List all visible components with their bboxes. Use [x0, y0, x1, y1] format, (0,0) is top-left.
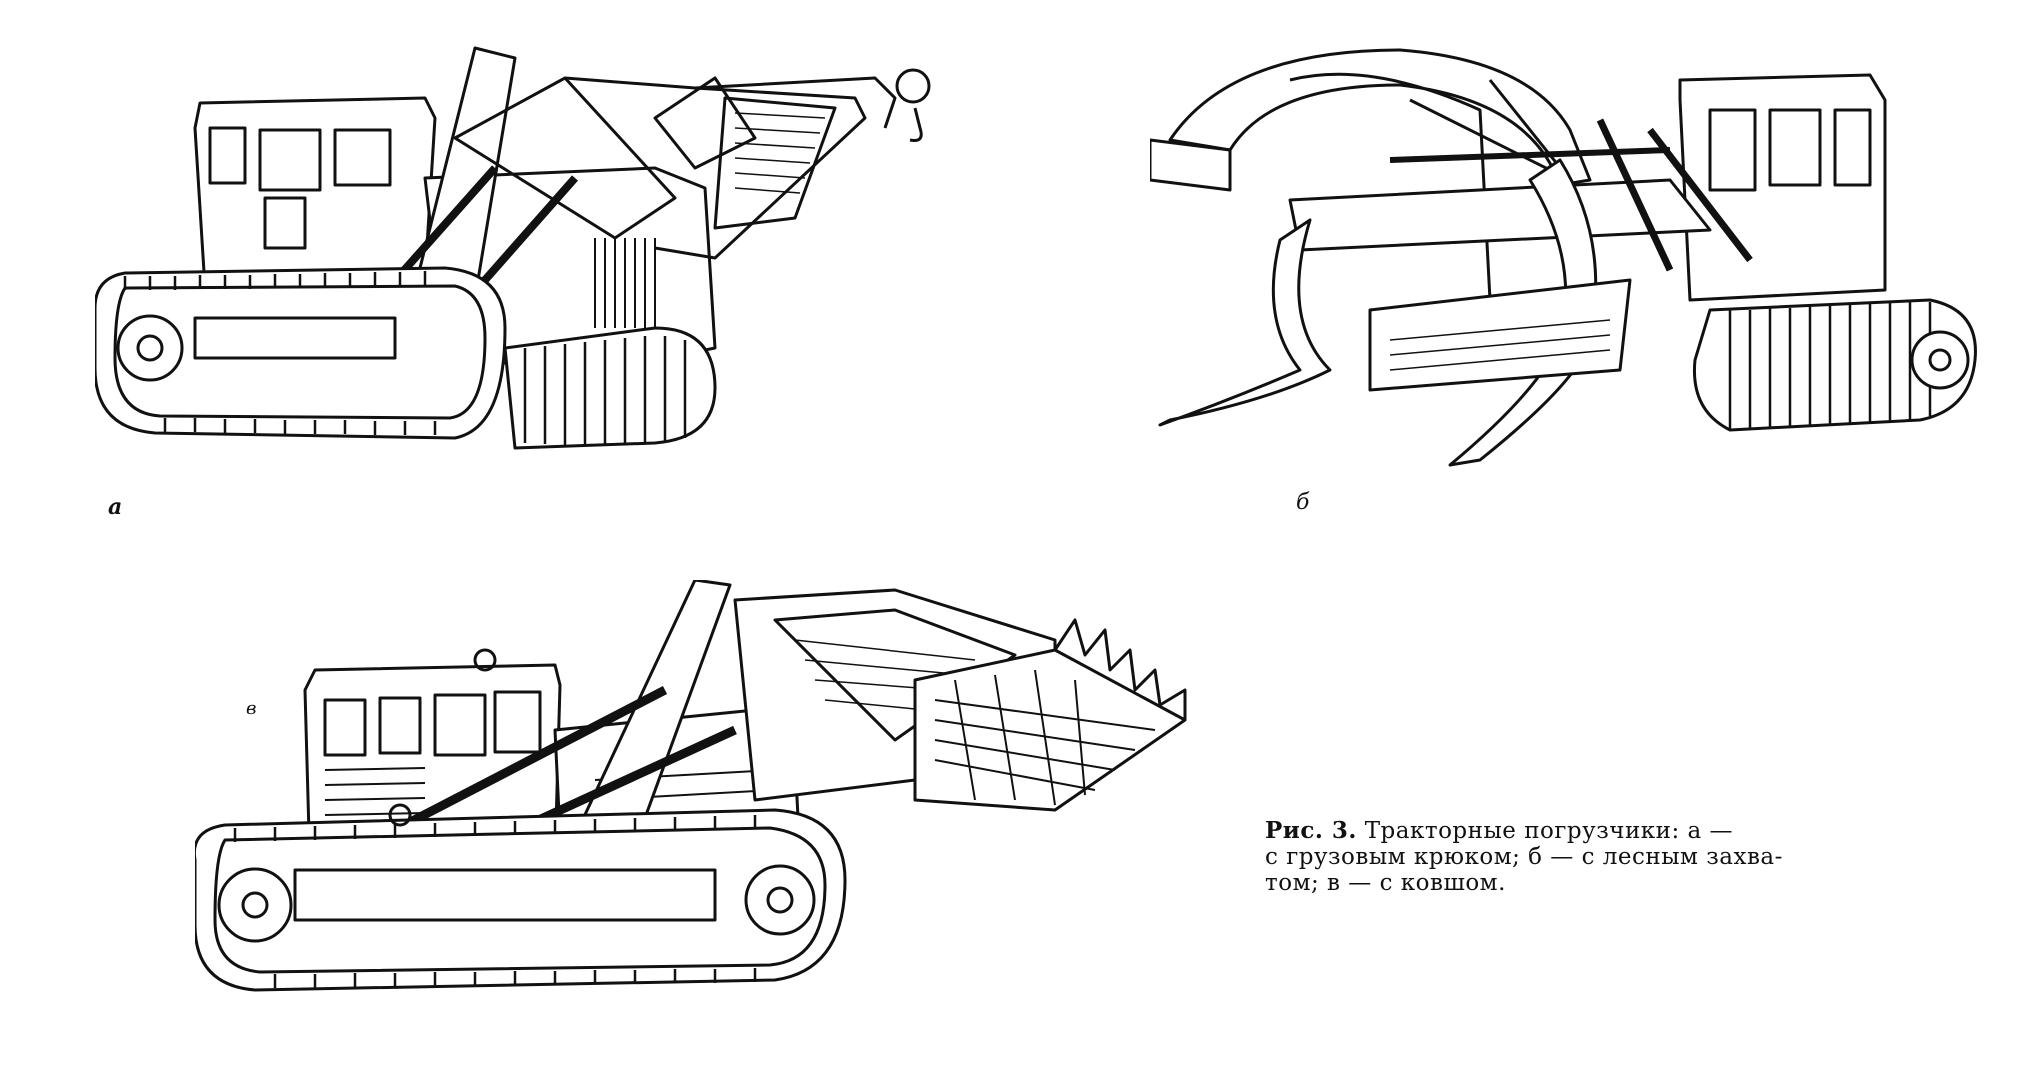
figure-a-label: а: [108, 494, 123, 520]
figure-b-forest-grab-loader: [1150, 40, 1980, 540]
caption-line-1-text: Тракторные погрузчики: а —: [1364, 818, 1734, 844]
figure-c-bucket-loader: [195, 580, 1255, 1060]
figure-b-label: б: [1296, 490, 1310, 515]
caption-line-3: том; в — с ковшом.: [1265, 870, 1506, 896]
figure-caption: Рис. 3. Тракторные погрузчики: а — с гру…: [1265, 817, 1905, 897]
forest-grab-loader-icon: [1150, 48, 1977, 467]
figure-c-label: в: [246, 698, 257, 719]
caption-figure-number: Рис. 3.: [1265, 817, 1357, 844]
caption-line-1: Рис. 3. Тракторные погрузчики: а —: [1265, 817, 1905, 845]
caption-line-2: с грузовым крюком; б — с лесным захва-: [1265, 844, 1783, 870]
cargo-hook-loader-icon: [95, 46, 931, 450]
bucket-loader-icon: [195, 580, 1187, 992]
figure-a-hook-loader: [95, 18, 1025, 538]
